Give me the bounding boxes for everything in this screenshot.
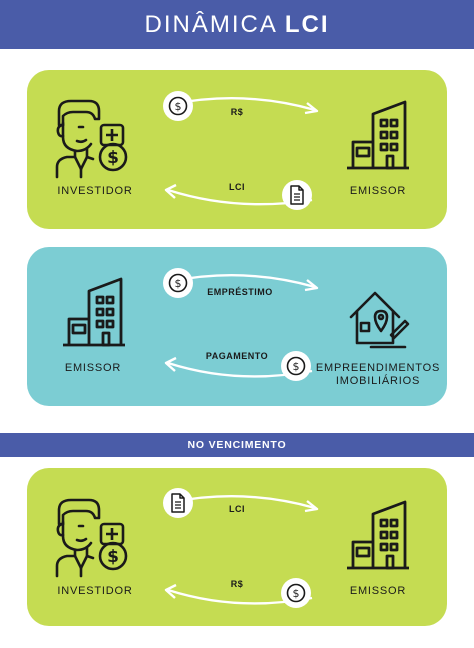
issuer-label: EMISSOR xyxy=(64,362,122,374)
page-title: DINÂMICA LCI xyxy=(0,0,474,49)
building-icon xyxy=(347,500,409,570)
bottom-arrow-label: LCI xyxy=(229,182,245,192)
issuer-label: EMISSOR xyxy=(349,585,407,597)
svg-text:$: $ xyxy=(293,587,300,600)
flow-panel-loan: EMISSOR EMPREENDIMENTOS IMOBILIÁRIOS $ E… xyxy=(27,247,447,406)
investor-icon: $ xyxy=(55,99,128,179)
flow-panel-maturity: $ INVESTIDOR EMISSOR LCI $ R$ xyxy=(27,468,447,626)
real-estate-label: EMPREENDIMENTOS IMOBILIÁRIOS xyxy=(315,362,441,387)
document-icon xyxy=(282,180,312,210)
maturity-label: NO VENCIMENTO xyxy=(187,439,287,451)
svg-text:$: $ xyxy=(175,100,182,113)
investor-label: INVESTIDOR xyxy=(57,585,133,597)
dollar-coin-icon: $ xyxy=(163,268,193,298)
svg-text:$: $ xyxy=(293,360,300,373)
document-icon xyxy=(163,488,193,518)
maturity-banner: NO VENCIMENTO xyxy=(0,433,474,457)
title-light: DINÂMICA xyxy=(144,10,278,38)
dollar-coin-icon: $ xyxy=(281,578,311,608)
top-arrow-label: EMPRÉSTIMO xyxy=(207,287,273,297)
svg-text:$: $ xyxy=(107,547,119,567)
flow-panel-investment: $ INVESTIDOR EMISSOR $ R$ LCI xyxy=(27,70,447,229)
top-arrow-label: LCI xyxy=(229,504,245,514)
building-icon xyxy=(63,277,125,347)
dollar-coin-icon: $ xyxy=(281,351,311,381)
dollar-coin-icon: $ xyxy=(163,91,193,121)
title-bold: LCI xyxy=(284,10,330,38)
house-plan-icon xyxy=(349,291,410,349)
svg-text:$: $ xyxy=(107,148,119,168)
investor-label: INVESTIDOR xyxy=(57,185,133,197)
top-arrow-label: R$ xyxy=(230,107,244,117)
bottom-arrow-label: R$ xyxy=(230,579,244,589)
bottom-arrow-label: PAGAMENTO xyxy=(205,351,269,361)
issuer-label: EMISSOR xyxy=(349,185,407,197)
building-icon xyxy=(347,100,409,170)
svg-text:$: $ xyxy=(175,277,182,290)
investor-icon: $ xyxy=(55,498,128,578)
